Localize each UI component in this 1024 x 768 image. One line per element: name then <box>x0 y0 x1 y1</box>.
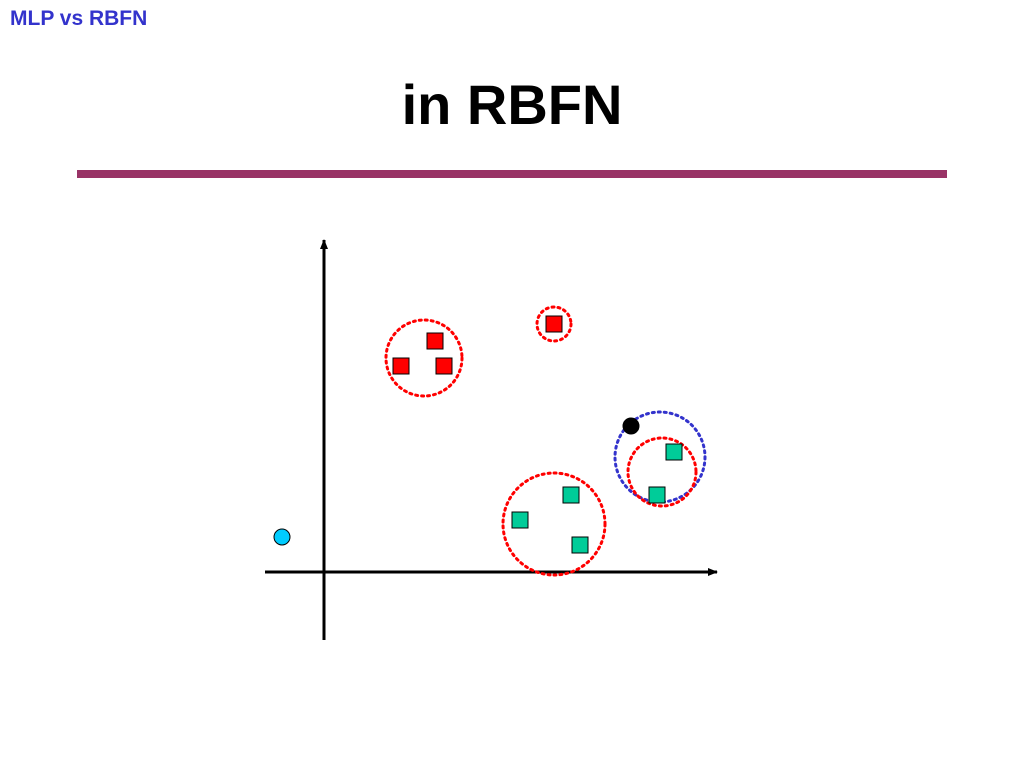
class-a-square <box>426 332 444 350</box>
red-cluster-ring <box>535 305 573 343</box>
class-a-square <box>545 315 563 333</box>
title-rule <box>77 170 947 178</box>
header-label: MLP vs RBFN <box>10 7 148 30</box>
teal-cluster-ring <box>501 471 607 577</box>
teal-cluster-ring <box>626 436 698 508</box>
class-b-square <box>562 486 580 504</box>
test-point <box>273 528 291 546</box>
class-a-square <box>392 357 410 375</box>
class-a-square <box>435 357 453 375</box>
class-b-square <box>511 511 529 529</box>
query-point <box>622 417 640 435</box>
slide-title: in RBFN <box>401 73 623 136</box>
red-cluster-ring <box>384 318 464 398</box>
class-b-square <box>648 486 666 504</box>
class-b-square <box>571 536 589 554</box>
class-b-square <box>665 443 683 461</box>
